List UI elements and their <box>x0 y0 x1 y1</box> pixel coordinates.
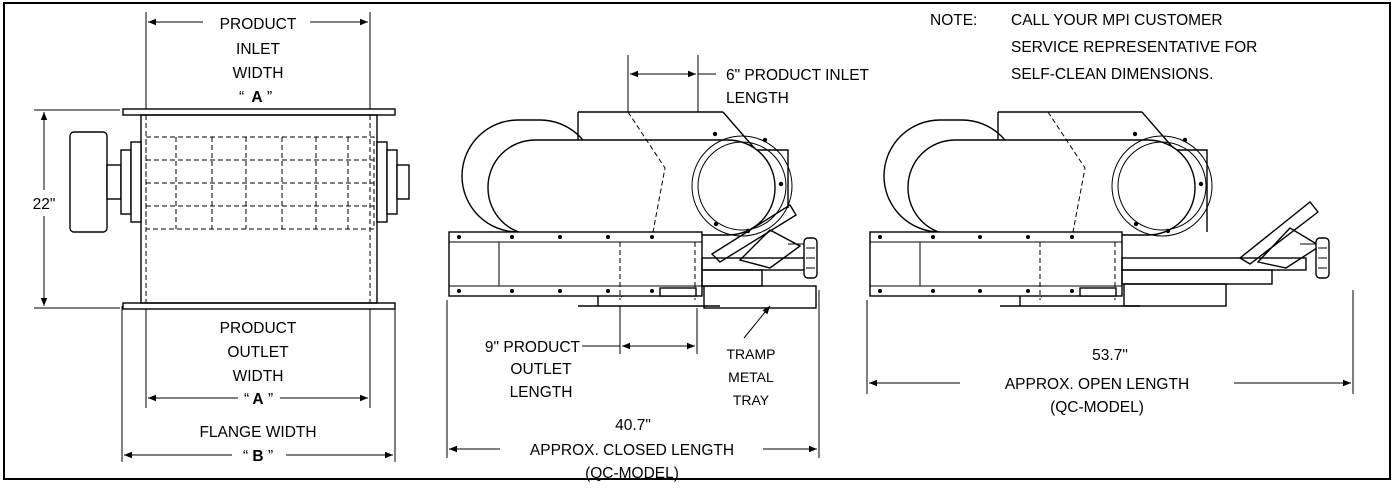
inlet-length-line-2: LENGTH <box>726 90 789 107</box>
inlet-symbol: A <box>251 89 262 106</box>
outlet-width-line-1: PRODUCT <box>220 320 297 337</box>
inlet-width-line-2: INLET <box>236 41 280 58</box>
closed-length-label: APPROX. CLOSED LENGTH <box>530 442 734 459</box>
open-length-label: APPROX. OPEN LENGTH <box>1005 376 1189 393</box>
tramp-tray-line-2: METAL <box>728 369 774 385</box>
open-length-value: 53.7" <box>1092 347 1128 364</box>
open-length-model: (QC-MODEL) <box>1050 399 1144 416</box>
closed-length-model: (QC-MODEL) <box>585 465 679 482</box>
front-view: PRODUCT INLET WIDTH “ A ” 22" <box>33 12 410 465</box>
tramp-tray-line-1: TRAMP <box>727 346 776 362</box>
svg-text:“: “ <box>244 391 249 408</box>
svg-text:”: ” <box>268 391 273 408</box>
note-block: NOTE: CALL YOUR MPI CUSTOMER SERVICE REP… <box>930 12 1257 83</box>
svg-text:“: “ <box>239 89 244 106</box>
flange-width-label: FLANGE WIDTH <box>199 424 316 441</box>
outlet-length-line-3: LENGTH <box>510 384 573 401</box>
svg-text:”: ” <box>268 448 273 465</box>
open-side-view: 53.7" APPROX. OPEN LENGTH (QC-MODEL) <box>866 111 1354 416</box>
note-line-1: CALL YOUR MPI CUSTOMER <box>1011 12 1223 29</box>
tramp-tray-line-3: TRAY <box>733 392 770 408</box>
svg-text:”: ” <box>267 89 272 106</box>
outlet-length-line-1: 9" PRODUCT <box>485 339 581 356</box>
closed-side-view: 6" PRODUCT INLET LENGTH <box>446 55 870 482</box>
outlet-length-line-2: OUTLET <box>510 361 572 378</box>
height-dimension: 22" <box>33 196 56 213</box>
flange-symbol: B <box>252 448 263 465</box>
outlet-width-line-2: OUTLET <box>227 344 289 361</box>
svg-text:“: “ <box>243 448 248 465</box>
closed-length-value: 40.7" <box>615 417 651 434</box>
inlet-width-line-1: PRODUCT <box>220 16 297 33</box>
outlet-symbol: A <box>252 391 263 408</box>
note-line-2: SERVICE REPRESENTATIVE FOR <box>1011 39 1257 56</box>
inlet-length-line-1: 6" PRODUCT INLET <box>726 67 870 84</box>
inlet-width-line-3: WIDTH <box>233 65 284 82</box>
outlet-width-line-3: WIDTH <box>233 368 284 385</box>
drawing-border <box>3 2 1391 480</box>
note-line-3: SELF-CLEAN DIMENSIONS. <box>1011 66 1213 83</box>
note-prefix: NOTE: <box>930 12 977 29</box>
